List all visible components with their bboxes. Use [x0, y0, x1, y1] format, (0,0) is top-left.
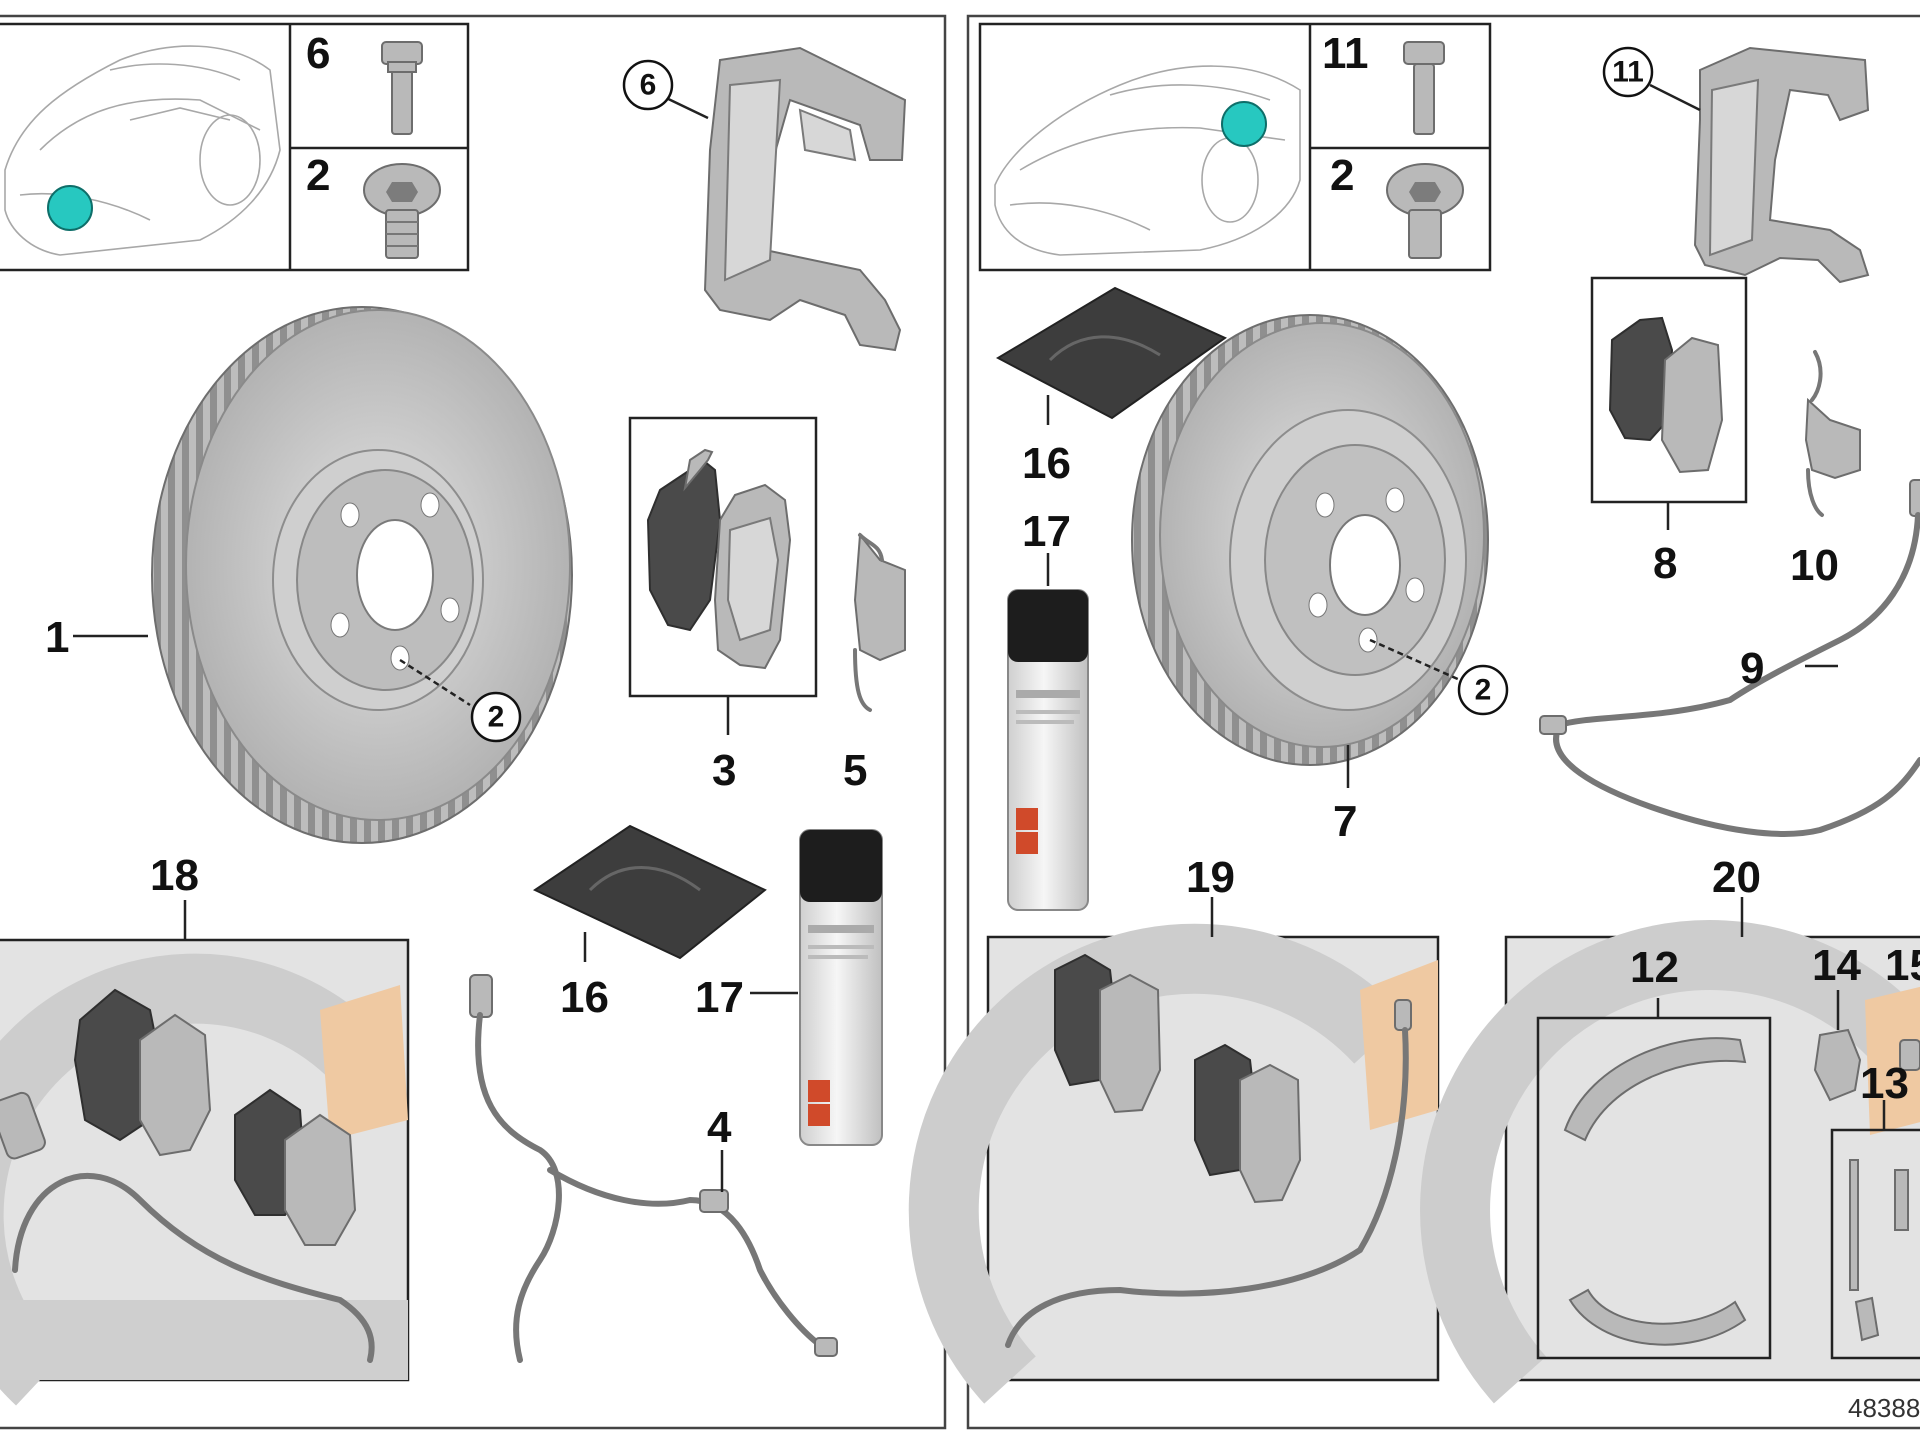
callout-rotor-1: 1 [45, 613, 69, 662]
bolt-icon [1403, 41, 1445, 135]
svg-text:11: 11 [1612, 56, 1644, 89]
brake-kit-18 [0, 938, 410, 1406]
anti-rattle-spring [1804, 350, 1861, 517]
callout-fitting-kit-13: 13 [1860, 1059, 1909, 1108]
callout-pads-8: 8 [1653, 539, 1677, 588]
right-locator: 11 2 [978, 22, 1492, 272]
paste-packet [995, 286, 1227, 420]
callout-adjuster-14: 14 [1812, 941, 1861, 990]
callout-carrier-11: 11 [1602, 46, 1654, 98]
callout-spring-5: 5 [843, 746, 867, 795]
caliper-carrier [703, 46, 907, 352]
callout-shoes-12: 12 [1630, 943, 1679, 992]
flange-bolt-icon [363, 163, 441, 259]
anti-rattle-spring [853, 532, 906, 712]
svg-text:2: 2 [1475, 674, 1492, 707]
car-outline [994, 65, 1301, 256]
callout-paste-16: 16 [560, 973, 609, 1022]
callout-kit-20: 20 [1712, 853, 1761, 902]
location-marker [47, 185, 93, 231]
callout-pads-3: 3 [712, 746, 736, 795]
brake-kit-19 [908, 923, 1440, 1404]
caliper-carrier [1693, 46, 1870, 284]
callout-sensor-4: 4 [707, 1103, 732, 1152]
car-outline [4, 45, 281, 256]
paste-packet [532, 824, 767, 960]
brake-pads [1590, 276, 1748, 504]
brake-rotor [151, 306, 573, 844]
fastener-label-6: 6 [306, 29, 330, 78]
brake-pads [628, 416, 818, 698]
callout-spring-10: 10 [1790, 541, 1839, 590]
fastener-label-2: 2 [1330, 151, 1354, 200]
location-marker [1221, 101, 1267, 147]
callout-sensor-9: 9 [1740, 644, 1764, 693]
fastener-label-11: 11 [1322, 29, 1369, 78]
svg-text:6: 6 [640, 69, 657, 102]
wear-sensor [1539, 479, 1920, 837]
callout-kit-18: 18 [150, 851, 199, 900]
left-panel: 6 2 6 [0, 14, 947, 1430]
right-panel: 11 2 11 16 [908, 14, 1920, 1430]
spray-can [1007, 589, 1089, 911]
brake-rotor [1131, 314, 1489, 766]
callout-spray-17: 17 [695, 973, 744, 1022]
left-locator: 6 2 [0, 22, 470, 272]
right-panel-frame [966, 14, 1920, 1430]
callout-paste-16: 16 [1022, 439, 1071, 488]
document-reference: 483888 [1848, 1393, 1920, 1423]
svg-text:2: 2 [488, 701, 505, 734]
left-panel-frame [0, 14, 947, 1430]
callout-pin-15: 15 [1885, 941, 1920, 990]
fastener-label-2: 2 [306, 151, 330, 200]
brake-kit-20 [1420, 920, 1920, 1404]
callout-rotor-bolt-2: 2 [470, 691, 522, 743]
callout-rotor-7: 7 [1333, 797, 1357, 846]
wear-sensor [469, 974, 838, 1363]
callout-rotor-bolt-2: 2 [1457, 664, 1509, 716]
spray-can [799, 829, 883, 1146]
callout-kit-19: 19 [1186, 853, 1235, 902]
callout-spray-17: 17 [1022, 507, 1071, 556]
flange-bolt-icon [1386, 163, 1464, 259]
callout-carrier-6: 6 [622, 59, 674, 111]
bolt-icon [381, 41, 423, 135]
